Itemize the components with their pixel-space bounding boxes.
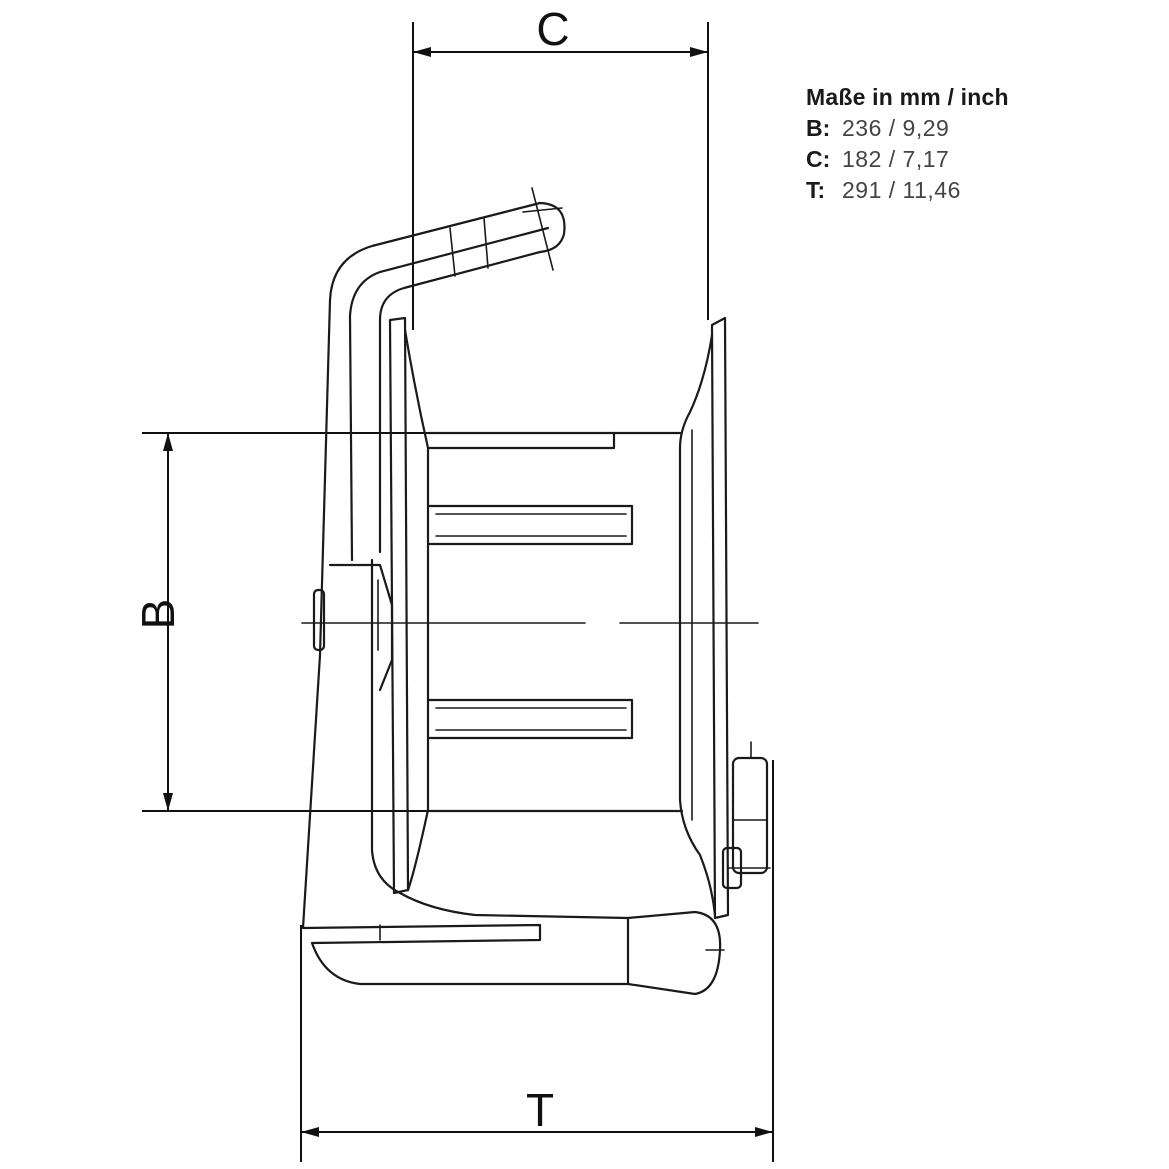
side-bracket [328, 563, 394, 692]
dimensions-legend: Maße in mm / inch B: 236 / 9,29 C: 182 / 7… [806, 84, 1009, 206]
reel-drum [426, 431, 684, 813]
handle-end-line [531, 187, 554, 271]
drum-rib-top [426, 431, 616, 450]
legend-key: C: [806, 146, 831, 172]
foot-socket-body [626, 910, 722, 996]
legend-value: 291 / 11,46 [842, 177, 961, 203]
frame-rear-inner-line [370, 558, 630, 920]
right-flange [678, 316, 730, 920]
reel-foot [626, 910, 725, 996]
left-flange-outer [388, 316, 410, 895]
handle-end-line [522, 207, 563, 213]
dimension-c: C [412, 3, 709, 330]
legend-row-t: T: 291 / 11,46 [806, 175, 1009, 206]
dimension-b-label: B [132, 599, 184, 630]
dimension-t: T [300, 760, 774, 1162]
frame-inner-contour [348, 226, 550, 562]
right-flange-cone [678, 333, 717, 917]
handle-grip-line [483, 217, 489, 269]
left-flange [388, 316, 430, 895]
legend-row-c: C: 182 / 7,17 [806, 144, 1009, 175]
drum-rib [426, 504, 634, 546]
legend-value: 236 / 9,29 [842, 115, 950, 141]
drum-rib [426, 698, 634, 740]
dimension-b-bottom-arrow [163, 793, 173, 811]
side-knob [312, 588, 326, 652]
dimension-t-left-arrow [301, 1127, 319, 1137]
dimension-t-right-arrow [755, 1127, 773, 1137]
legend-title: Maße in mm / inch [806, 84, 1009, 110]
legend-row-b: B: 236 / 9,29 [806, 113, 1009, 144]
dimension-c-label: C [536, 3, 569, 55]
reel-frame [301, 187, 630, 986]
legend-value: 182 / 7,17 [842, 146, 950, 172]
crank-handle [721, 741, 771, 890]
frame-lower-contour [301, 653, 630, 986]
dimension-c-left-arrow [413, 47, 431, 57]
frame-outer-contour [318, 201, 566, 657]
legend-key: T: [806, 177, 826, 203]
dimension-c-right-arrow [690, 47, 708, 57]
dimension-b-top-arrow [163, 433, 173, 451]
legend-key: B: [806, 115, 831, 141]
right-flange-outer [710, 316, 730, 920]
dimension-t-label: T [526, 1084, 554, 1136]
handle-grip-line [449, 227, 456, 277]
crank-grip [731, 756, 769, 875]
